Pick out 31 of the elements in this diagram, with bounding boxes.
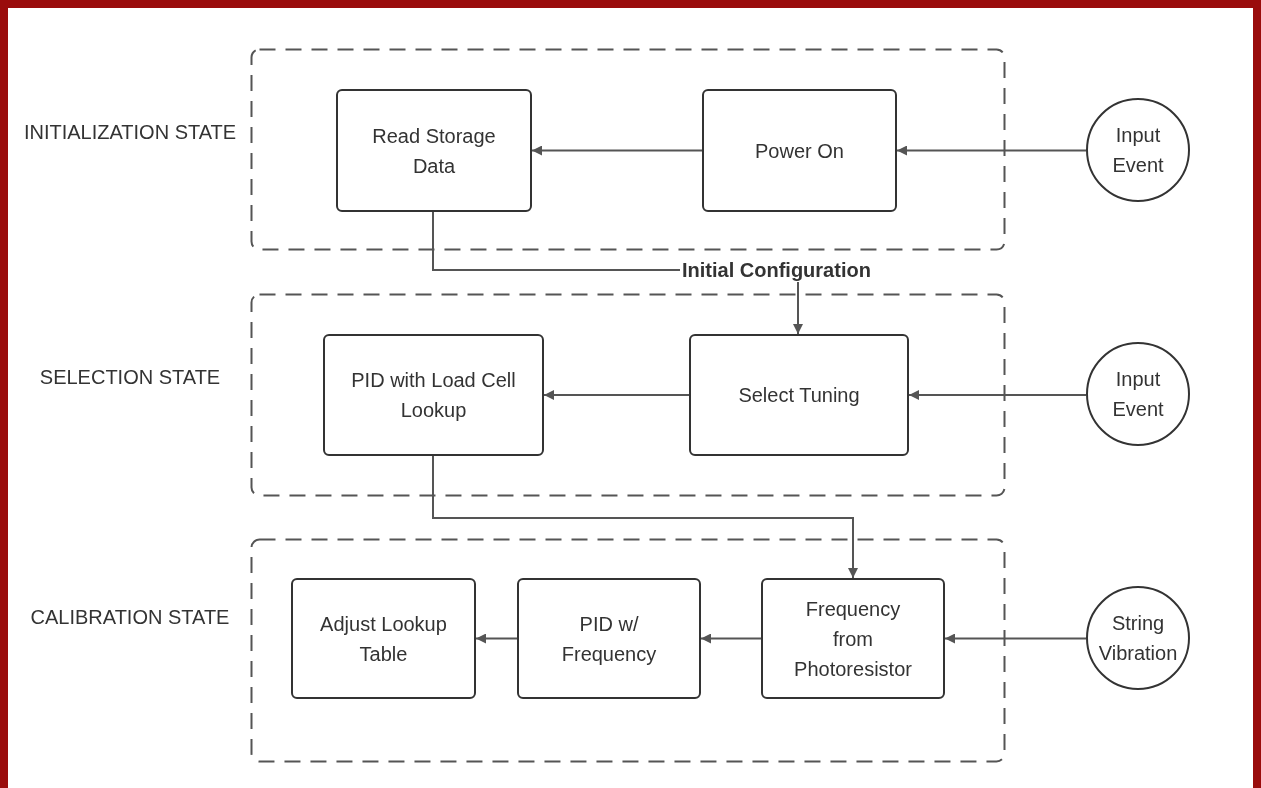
state-group-border	[250, 538, 1006, 763]
event-label: String Vibration	[1097, 611, 1179, 666]
process-label: Adjust Lookup Table	[319, 611, 448, 667]
arrow	[543, 390, 690, 400]
process-box	[761, 578, 945, 699]
process-label: PID w/ Frequency	[560, 611, 658, 667]
process-box	[323, 334, 544, 456]
event-label: Input Event	[1111, 367, 1165, 422]
process-box	[689, 334, 909, 456]
process-label: Select Tuning	[738, 383, 860, 408]
process-label: Power On	[755, 138, 844, 164]
arrow	[531, 145, 703, 156]
state-label: SELECTION STATE	[38, 365, 222, 390]
arrow	[944, 633, 1087, 644]
state-label: CALIBRATION STATE	[29, 605, 231, 630]
process-box	[291, 578, 476, 699]
process-label: PID with Load Cell Lookup	[350, 368, 517, 423]
arrow	[432, 455, 858, 579]
process-label: Frequency from Photoresistor	[793, 596, 913, 682]
process-box	[517, 578, 701, 699]
state-group-border	[250, 293, 1006, 497]
arrow	[896, 145, 1087, 156]
process-box	[336, 89, 532, 212]
process-label: Read Storage Data	[371, 123, 497, 179]
state-label: INITIALIZATION STATE	[22, 120, 238, 145]
process-box	[702, 89, 897, 212]
event-label: Input Event	[1111, 123, 1165, 178]
arrow	[908, 390, 1087, 400]
arrow	[700, 633, 762, 644]
state-group-border	[250, 48, 1006, 251]
arrow	[475, 633, 518, 644]
